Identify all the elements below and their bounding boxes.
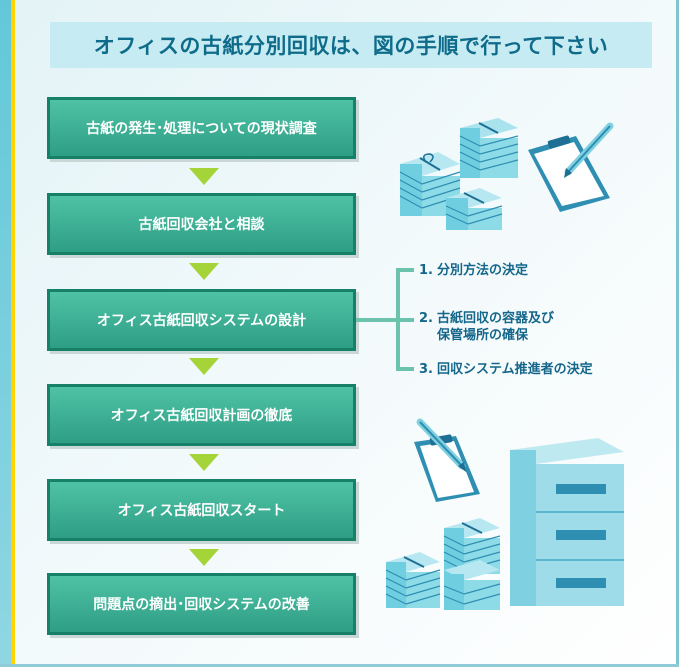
clipboard-pen-icon [414,418,480,502]
arrow-down-4 [189,454,219,471]
connector-branch-1 [396,268,414,272]
step-3-design: オフィス古紙回収システムの設計 [47,289,356,351]
substep-1: 1. 分別方法の決定 [419,262,528,279]
left-edge-band [0,0,11,667]
substep-2-text-line1: 古紙回収の容器及び [437,311,555,326]
paper-bundles-icon [385,518,501,610]
paper-bundle-top [443,518,501,574]
paper-bundle-back [459,118,519,178]
connector-horizontal [356,318,398,322]
step-2-consult: 古紙回収会社と相談 [47,193,356,255]
substep-3-text: 回収システム推進者の決定 [437,362,593,377]
paper-bundle-front [445,188,503,230]
substep-2-text-line2: 保管場所の確保 [437,328,529,343]
step-6-improve: 問題点の摘出･回収システムの改善 [47,573,356,635]
step-5-start: オフィス古紙回収スタート [47,479,356,541]
bottom-illustration [385,418,624,610]
substep-2-number: 2. [419,311,433,326]
arrow-down-3 [189,358,219,375]
top-illustration [399,118,614,230]
filing-cabinet-icon [510,438,624,606]
paper-bundle-left [385,552,441,608]
paper-bundle-bottom [443,560,501,610]
arrow-down-1 [189,168,219,185]
substep-2: 2. 古紙回収の容器及び 保管場所の確保 [419,310,554,344]
substep-1-number: 1. [419,263,433,278]
diagram-title: オフィスの古紙分別回収は、図の手順で行って下さい [50,22,652,68]
substep-3: 3. 回収システム推進者の決定 [419,361,593,378]
step-4-thorough: オフィス古紙回収計画の徹底 [47,384,356,446]
left-edge-yellow-stripe [11,0,15,667]
paper-bundles-icon [399,118,519,230]
right-edge-line [676,0,679,667]
step-1-survey: 古紙の発生･処理についての現状調査 [47,97,356,159]
substep-3-number: 3. [419,362,433,377]
bottom-edge-line [0,664,679,667]
arrow-down-2 [189,263,219,280]
connector-branch-3 [396,367,414,371]
clipboard-pen-icon [528,122,614,212]
arrow-down-5 [189,549,219,566]
substep-1-text: 分別方法の決定 [437,263,529,278]
connector-branch-2 [396,318,414,322]
